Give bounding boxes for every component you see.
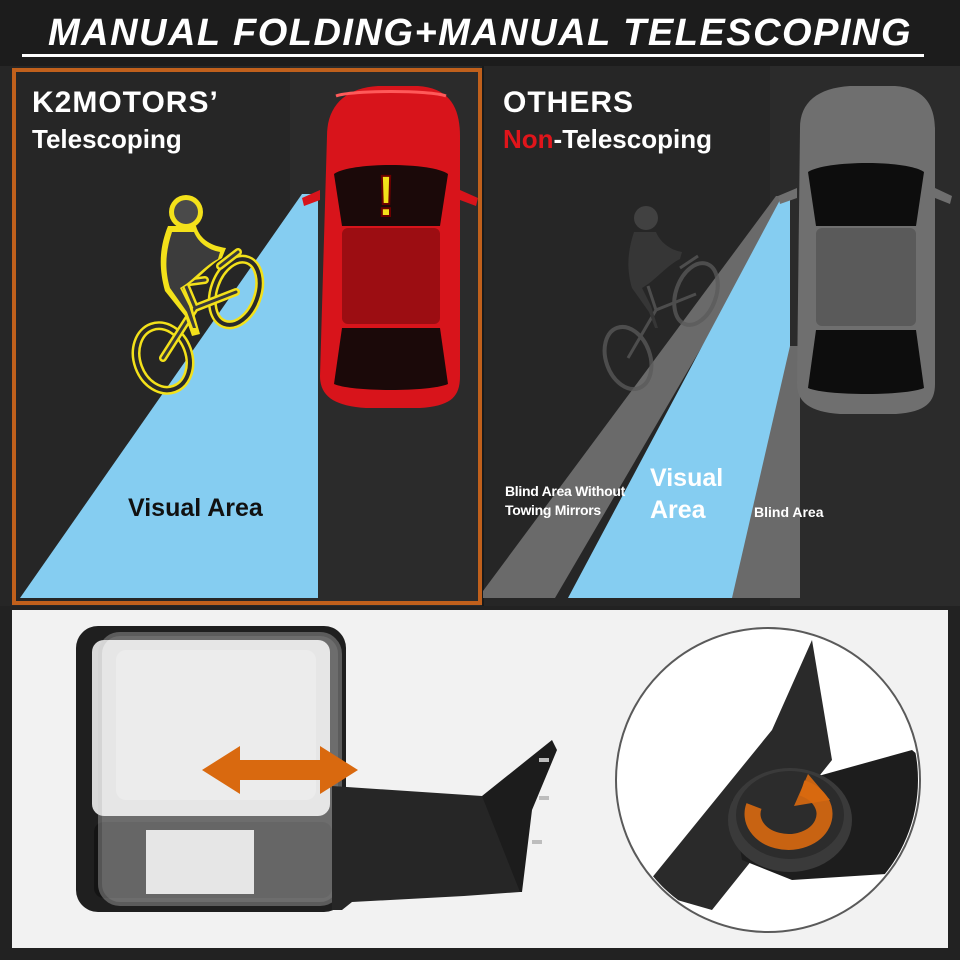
left-brand-title: K2MOTORS’ [32,86,219,119]
warning-exclamation-icon: ! [376,164,395,229]
blind-area-without-mirrors-label: Blind Area Without Towing Mirrors [505,483,625,518]
blind-area-without-mirrors-wedge [483,196,790,598]
right-subtitle-rest: -Telescoping [553,124,712,154]
cyclist-dim [602,206,720,391]
left-subtitle: Telescoping [32,124,182,154]
product-section [12,610,948,948]
folding-detail [615,627,921,933]
gray-car [778,86,952,414]
rotate-arrow-icon [744,774,833,850]
towing-mirror [76,626,557,912]
left-panel-border [12,68,482,605]
comparison-section: ! K2MOTORS’ Telescoping Visual Are [0,66,960,606]
left-visual-area-label: Visual Area [128,494,263,522]
blind-area-label: Blind Area [754,504,824,520]
banner-title: MANUAL FOLDING+MANUAL TELESCOPING [47,12,913,54]
right-subtitle: Non-Telescoping [503,124,712,155]
cyclist-highlighted [131,195,265,395]
right-visual-area-wedge [568,200,790,598]
comparison-illustration: ! [12,66,960,606]
header-banner: MANUAL FOLDING+MANUAL TELESCOPING [0,0,960,66]
blind-area-wedge [732,346,800,598]
right-subtitle-highlight: Non [503,124,554,154]
right-visual-area-label: Visual Area [650,464,724,524]
red-car: ! [302,86,478,408]
right-brand-title: OTHERS [503,86,635,119]
double-arrow-icon [202,746,358,794]
left-visual-area-wedge [20,194,318,598]
product-illustration [76,626,921,933]
banner-underline [22,54,924,57]
